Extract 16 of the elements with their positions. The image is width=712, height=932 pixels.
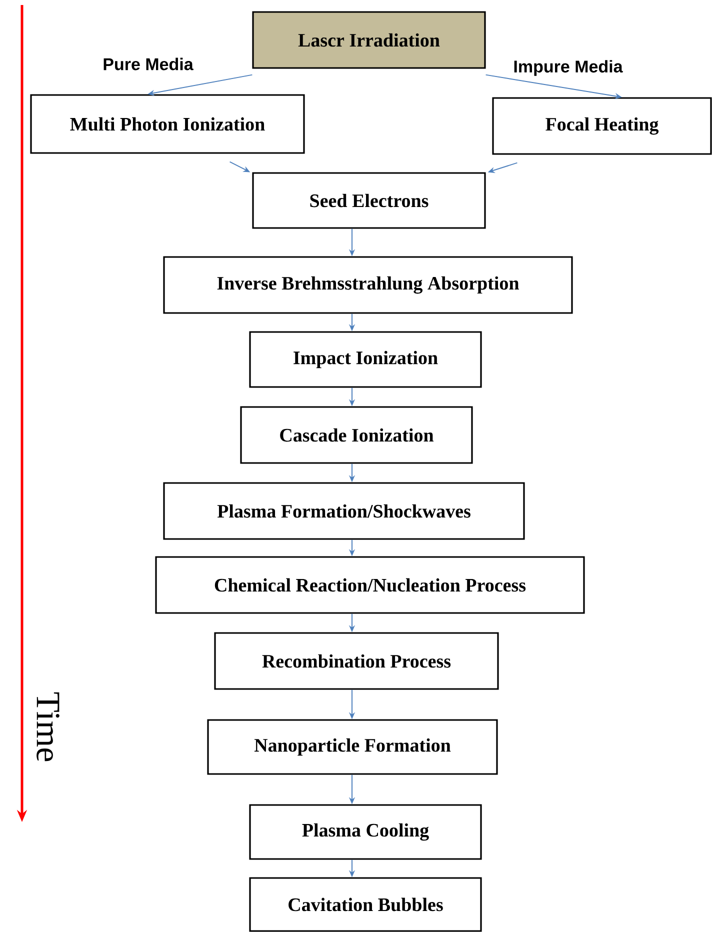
- process-box: Multi Photon Ionization: [30, 94, 305, 154]
- process-box: Cavitation Bubbles: [249, 877, 482, 932]
- process-box: Inverse Brehmsstrahlung Absorption: [163, 256, 573, 314]
- process-box: Plasma Formation/Shockwaves: [163, 482, 525, 540]
- axis-label: Time: [36, 692, 60, 762]
- edge-label: Pure Media: [104, 58, 194, 70]
- process-box: Chemical Reaction/Nucleation Process: [155, 556, 585, 614]
- edge-label: Impure Media: [514, 60, 623, 76]
- process-box: Focal Heating: [492, 97, 712, 155]
- process-box: Seed Electrons: [252, 172, 486, 229]
- process-box: Lascr Irradiation: [252, 11, 486, 69]
- process-box: Recombination Process: [214, 632, 499, 690]
- process-box: Plasma Cooling: [249, 804, 482, 860]
- process-box: Cascade Ionization: [240, 406, 473, 464]
- process-box: Impact Ionization: [249, 331, 482, 388]
- process-box: Nanoparticle Formation: [207, 719, 498, 775]
